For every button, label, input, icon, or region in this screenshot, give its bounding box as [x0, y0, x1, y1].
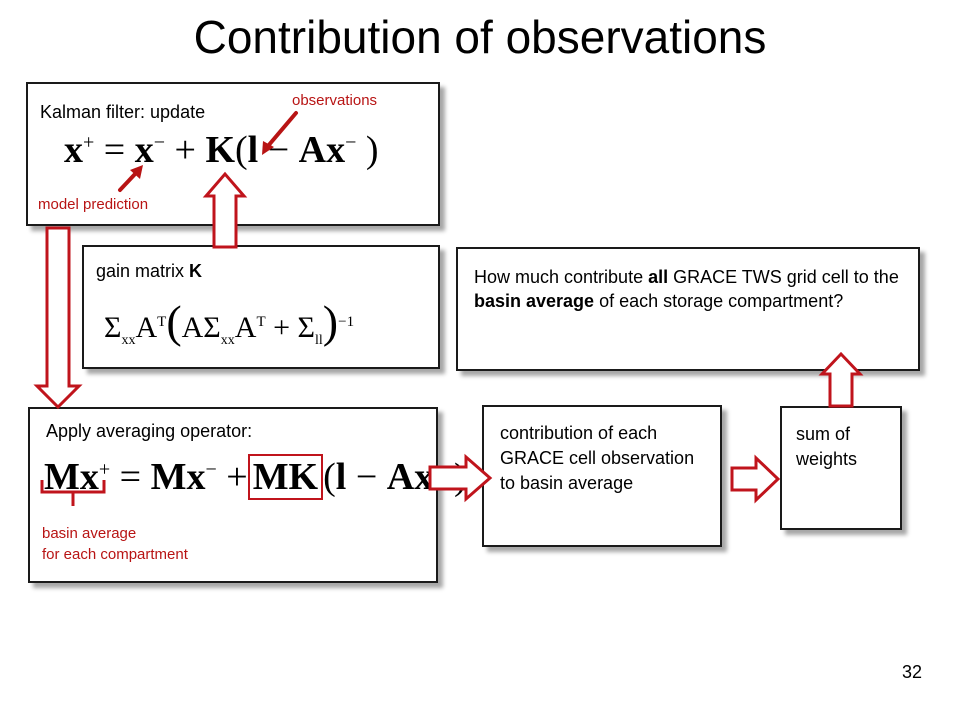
model-prediction-pointer — [118, 171, 138, 192]
model-prediction-annotation: model prediction — [38, 196, 149, 213]
averaging-operator-label: Apply averaging operator: — [46, 421, 253, 441]
model-prediction-pointer-head — [130, 165, 143, 179]
observations-pointer-head — [262, 141, 274, 155]
basin-average-annotation: basin average for each compartment — [42, 525, 188, 563]
question-text: How much contribute all GRACE TWS grid c… — [474, 267, 899, 311]
gain-matrix-label: gain matrix K — [96, 261, 203, 281]
averaging-operator-box: Apply averaging operator: Mx+ = Mx− +MK(… — [28, 407, 467, 583]
page-number: 32 — [901, 662, 922, 682]
arrow-averaging-to-contribution — [428, 453, 493, 503]
kalman-update-label: Kalman filter: update — [40, 102, 206, 122]
arrow-gain-to-kalman — [202, 171, 248, 249]
contribution-box: contribution of each GRACE cell observat… — [482, 405, 722, 547]
observations-pointer — [266, 111, 298, 148]
question-box: How much contribute all GRACE TWS grid c… — [456, 247, 920, 371]
basin-average-brace — [40, 480, 106, 506]
sum-of-weights-box: sum of weights — [780, 406, 902, 530]
arrow-weights-to-question — [818, 351, 864, 408]
arrow-kalman-to-averaging — [33, 226, 83, 410]
sum-of-weights-text: sum of weights — [796, 424, 858, 469]
arrow-contribution-to-weights — [730, 454, 781, 504]
gain-matrix-equation: ΣxxAT(AΣxxAT + Σll)−1 — [104, 296, 355, 348]
observations-annotation: observations — [292, 92, 378, 109]
gain-matrix-box: gain matrix K ΣxxAT(AΣxxAT + Σll)−1 — [82, 245, 440, 369]
kalman-update-box: Kalman filter: update x+ = x− + K(l − Ax… — [26, 82, 440, 226]
contribution-text: contribution of each GRACE cell observat… — [500, 423, 695, 493]
slide-title: Contribution of observations — [193, 11, 767, 63]
averaging-equation: Mx+ = Mx− +MK(l − Ax− ) — [44, 454, 467, 500]
